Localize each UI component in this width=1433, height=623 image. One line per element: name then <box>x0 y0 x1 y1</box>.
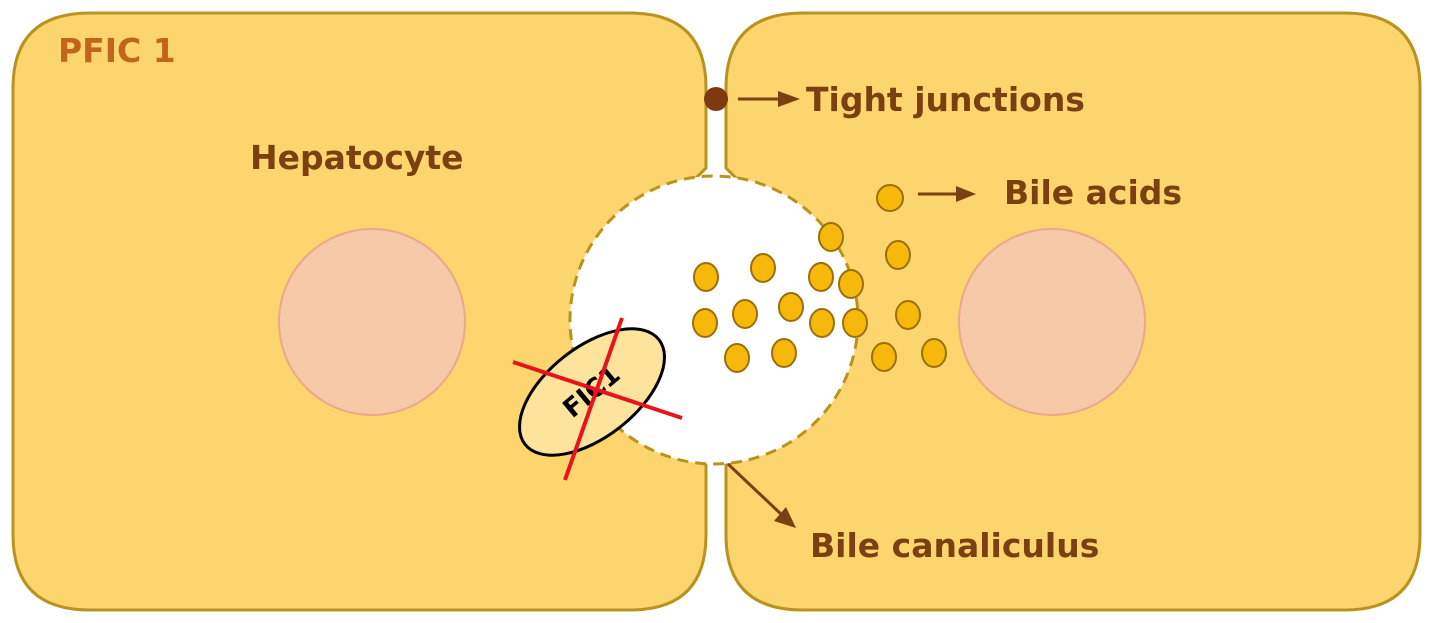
bile-acid <box>692 308 718 338</box>
bile-canaliculus-arrow <box>726 462 784 517</box>
right-nucleus <box>958 228 1146 416</box>
bile-acid <box>818 222 844 252</box>
bile-acid <box>732 299 758 329</box>
hepatocyte-label: Hepatocyte <box>250 138 464 177</box>
bile-acid-particles <box>692 222 947 373</box>
bile-acid <box>809 308 835 338</box>
bile-canaliculus-label: Bile canaliculus <box>810 526 1099 565</box>
bile-acid <box>808 262 834 292</box>
tight-junctions-label: Tight junctions <box>806 80 1085 119</box>
fic1-transporter: FIC1 <box>518 327 666 457</box>
bile-acid <box>895 300 921 330</box>
bile-acid <box>871 342 897 372</box>
bile-acid <box>771 338 797 368</box>
fic1-transporter-body <box>518 327 666 457</box>
bile-acid <box>724 343 750 373</box>
bile-acid-legend-arrowhead <box>956 186 976 202</box>
page-title: PFIC 1 <box>58 31 176 70</box>
tight-junction-arrowhead <box>778 91 800 107</box>
bile-acid <box>750 253 776 283</box>
bile-acid <box>693 262 719 292</box>
bile-canaliculus-arrowhead <box>774 507 796 528</box>
bile-acid <box>778 292 804 322</box>
left-nucleus <box>278 228 466 416</box>
bile-acid <box>885 240 911 270</box>
bile-acid <box>838 269 864 299</box>
fic1-cross-mark <box>512 317 683 481</box>
bile-acid-legend-icon <box>876 184 904 212</box>
bile-acid <box>921 338 947 368</box>
cross-line-2 <box>512 360 683 420</box>
tight-junction-dot <box>704 87 728 111</box>
bile-acids-label: Bile acids <box>1004 173 1182 212</box>
bile-acid <box>842 308 868 338</box>
cross-line-1 <box>563 317 624 481</box>
